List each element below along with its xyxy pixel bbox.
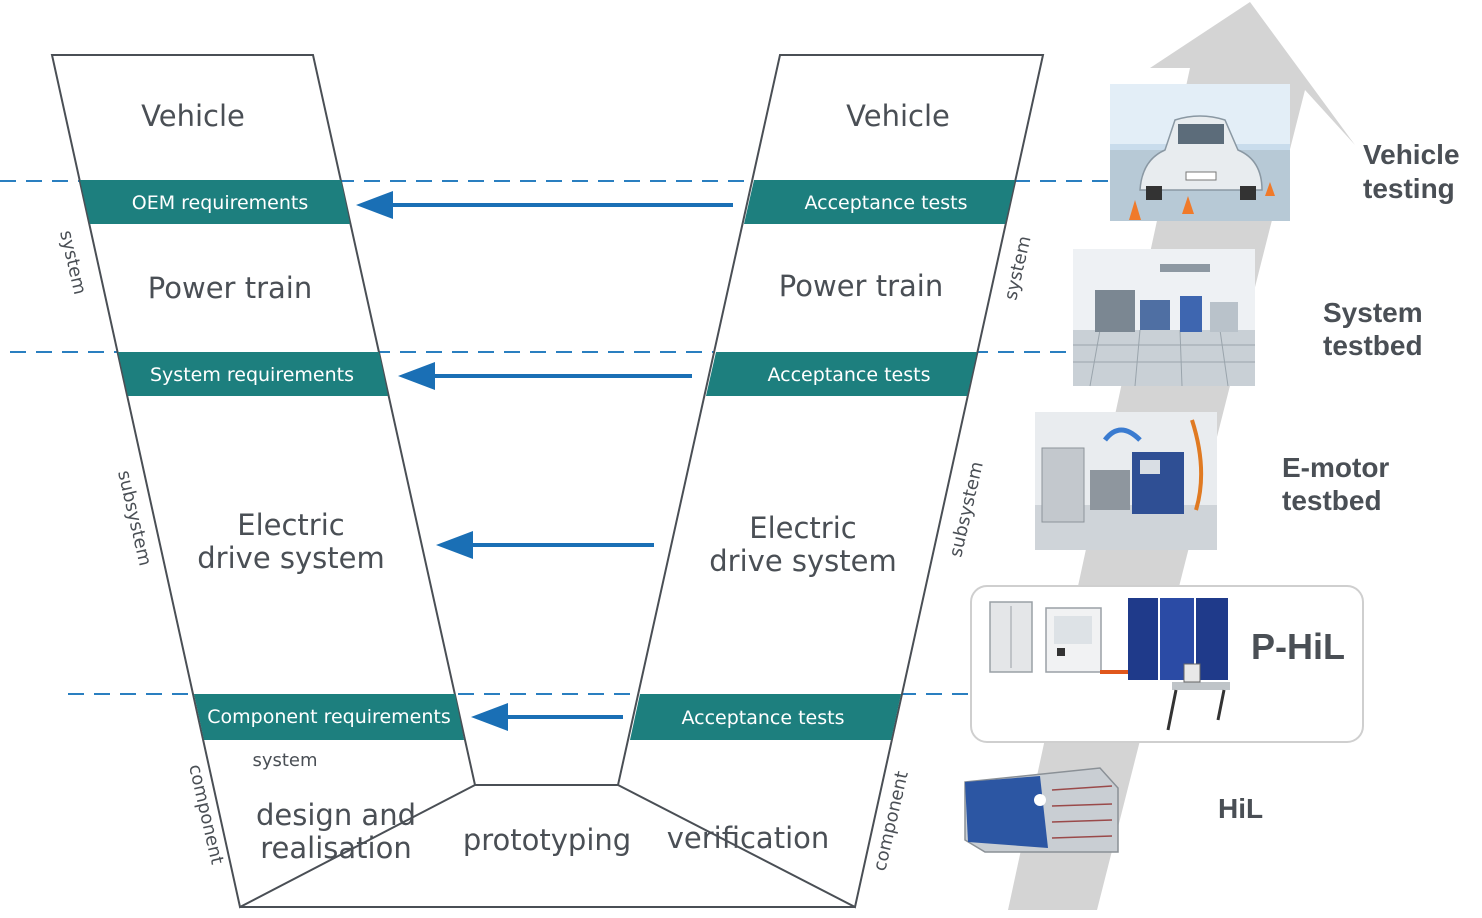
right-side-subsystem-label: subsystem (945, 460, 987, 560)
emotor-testbed-label-line2: testbed (1282, 485, 1382, 516)
acceptance-tests-2-text: Acceptance tests (767, 364, 930, 386)
small-system-label: system (252, 750, 317, 771)
band-system-requirements (118, 352, 388, 396)
acceptance-tests-1-text: Acceptance tests (804, 192, 967, 214)
phil-label: P-HiL (1251, 626, 1345, 667)
acceptance-tests-3-text: Acceptance tests (681, 707, 844, 729)
system-testbed-label-line2: testbed (1323, 330, 1423, 361)
component-requirements-text: Component requirements (207, 706, 450, 728)
left-electric-label-line1: Electric (237, 508, 344, 542)
band-oem-requirements (80, 180, 350, 224)
oem-requirements-text: OEM requirements (132, 192, 309, 214)
system-testbed-photo-icon (1073, 249, 1255, 387)
phil-cabinets-photo-icon (989, 598, 1230, 731)
vehicle-testing-label-line2: testing (1363, 173, 1455, 204)
right-side-system-label: system (1000, 234, 1035, 302)
right-electric-label-line1: Electric (749, 511, 856, 545)
feedback-arrows (356, 191, 733, 731)
car-photo-icon (1110, 84, 1290, 221)
band-acceptance-tests-1 (744, 180, 1015, 224)
left-vehicle-label: Vehicle (141, 99, 245, 133)
band-component-requirements (194, 694, 464, 740)
right-vehicle-label: Vehicle (846, 99, 950, 133)
vehicle-testing-label-line1: Vehicle (1363, 139, 1460, 170)
left-electric-label-line2: drive system (197, 541, 384, 575)
hil-label: HiL (1218, 793, 1263, 824)
left-side-system-label: system (55, 228, 90, 296)
right-electric-label-line2: drive system (709, 544, 896, 578)
left-power-train-label: Power train (148, 271, 312, 305)
system-testbed-label-line1: System (1323, 297, 1423, 328)
prototyping-label: prototyping (463, 823, 631, 857)
emotor-testbed-photo-icon (1035, 412, 1217, 550)
emotor-testbed-label-line1: E-motor (1282, 452, 1389, 483)
design-label-line1: design and (256, 798, 416, 832)
hil-rack-photo-icon (964, 767, 1119, 853)
design-label-line2: realisation (260, 831, 411, 865)
system-requirements-text: System requirements (150, 364, 354, 386)
band-acceptance-tests-3 (630, 694, 901, 740)
right-power-train-label: Power train (779, 269, 943, 303)
verification-label: verification (667, 821, 830, 855)
band-acceptance-tests-2 (706, 352, 977, 396)
